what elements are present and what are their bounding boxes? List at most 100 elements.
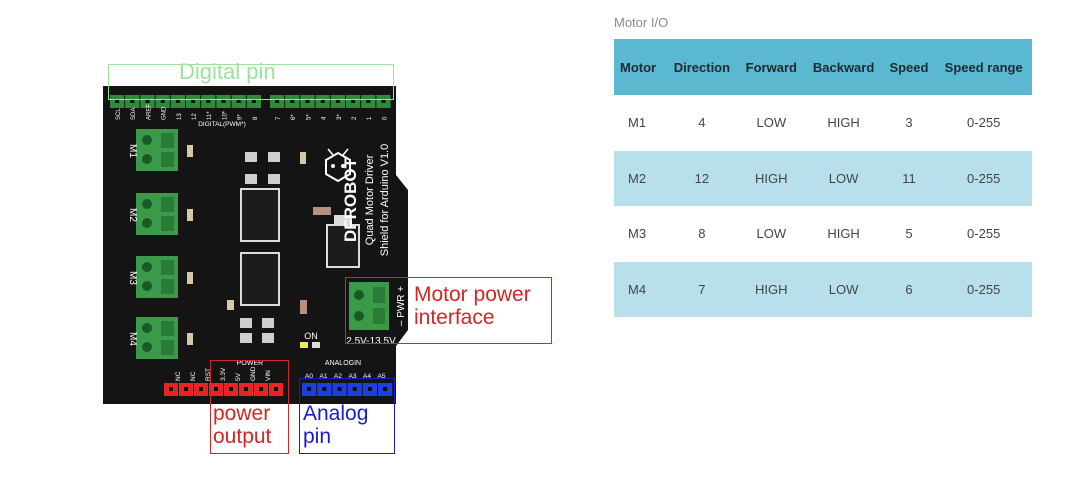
digital-pin-hole xyxy=(115,99,120,103)
digital-pin-hole xyxy=(320,99,325,103)
motor-io-table: Motor Direction Forward Backward Speed S… xyxy=(614,39,1032,317)
power-output-text: power output xyxy=(213,402,272,448)
table-row: M2 12 HIGH LOW 11 0-255 xyxy=(614,150,1032,206)
cell-backward: HIGH xyxy=(827,115,860,131)
power-pin-label: NC xyxy=(190,371,197,381)
brand-text: DFROBOT xyxy=(341,157,360,242)
cell-forward: LOW xyxy=(756,226,787,242)
on-label: ON xyxy=(304,331,318,341)
power-pin-hole xyxy=(229,387,233,391)
product-line-2: Shield for Arduino V1.0 xyxy=(379,144,391,257)
analog-pin-text: Analog pin xyxy=(303,402,369,448)
analog-pin-label: A0 xyxy=(305,373,313,380)
header-backward: Backward xyxy=(804,39,883,95)
analog-pin-label: A5 xyxy=(378,373,386,380)
digital-pin-label: GND xyxy=(162,106,168,120)
digital-pin-label: 10* xyxy=(222,110,228,120)
digital-pin-hole xyxy=(366,99,371,103)
power-pin-hole xyxy=(244,387,248,391)
table-row: M1 4 LOW HIGH 3 0-255 xyxy=(614,95,1032,151)
power-pin-label: NC xyxy=(175,371,182,381)
digital-pin-hole xyxy=(221,99,226,103)
terminal-screw xyxy=(142,342,152,352)
cell-forward: HIGH xyxy=(738,261,805,317)
motor-label: M3 xyxy=(127,271,138,285)
digital-pin-label: SCL xyxy=(116,108,122,120)
digital-pin-label: AREF xyxy=(146,104,152,120)
transistor xyxy=(268,152,280,162)
terminal-screw xyxy=(142,323,152,333)
capacitor xyxy=(300,152,306,164)
digital-pin-hole xyxy=(381,99,386,103)
terminal-screw xyxy=(142,281,152,291)
cell-forward: HIGH xyxy=(738,150,805,206)
cell-speed: 3 xyxy=(905,115,913,131)
power-pin-hole xyxy=(169,387,173,391)
cell-speed: 6 xyxy=(882,261,936,317)
motor-label: M4 xyxy=(127,332,138,346)
cell-forward: LOW xyxy=(756,115,787,131)
digital-pin-label: 9* xyxy=(238,114,244,120)
power-pin-hole xyxy=(274,387,278,391)
driver-chip-2 xyxy=(240,252,280,306)
capacitor xyxy=(187,209,193,221)
power-pin-label: VIN xyxy=(265,370,272,381)
digital-pin-label: 1 xyxy=(367,116,373,120)
product-line-1: Quad Motor Driver xyxy=(364,154,376,245)
header-motor: Motor xyxy=(614,39,666,95)
terminal-block xyxy=(161,197,174,212)
pwr-label: – PWR + xyxy=(396,286,407,326)
power-pin-hole xyxy=(184,387,188,391)
motor-terminals xyxy=(136,129,193,359)
table-row: M4 7 HIGH LOW 6 0-255 xyxy=(614,261,1032,317)
analog-pin-hole xyxy=(352,387,357,391)
power-pin-label: 5V xyxy=(235,372,242,381)
digital-pin-hole xyxy=(290,99,295,103)
resistor xyxy=(300,300,307,314)
digital-pin-label: 3* xyxy=(337,114,343,120)
cell-speed: 11 xyxy=(882,150,936,206)
small-components xyxy=(227,152,331,343)
digital-pin-label: 8 xyxy=(253,116,259,120)
digital-pin-hole xyxy=(305,99,310,103)
on-led xyxy=(300,342,308,348)
cell-speed: 5 xyxy=(905,226,913,242)
digital-pin-hole xyxy=(351,99,356,103)
power-output-annotation: power output xyxy=(210,360,289,454)
terminal-screw xyxy=(142,135,152,145)
analog-pin-hole xyxy=(322,387,327,391)
terminal-screw xyxy=(142,154,152,164)
cell-speed-range: 0-255 xyxy=(935,150,1032,206)
digital-pin-text: Digital pin xyxy=(179,59,276,84)
cell-speed-range: 0-255 xyxy=(967,115,1001,131)
capacitor xyxy=(187,272,193,284)
capacitor xyxy=(187,145,193,157)
power-pin-label: GND xyxy=(250,366,257,381)
transistor xyxy=(262,318,274,328)
table-caption: Motor I/O xyxy=(614,15,669,30)
digital-pin-hole xyxy=(251,99,256,103)
digital-pin-hole xyxy=(206,99,211,103)
power-pin-label: 3.3V xyxy=(220,367,227,381)
digital-pin-label: 6* xyxy=(291,114,297,120)
analog-pin-hole xyxy=(307,387,312,391)
terminal-screw xyxy=(142,262,152,272)
analog-pin-label: A1 xyxy=(320,373,328,380)
terminal-block xyxy=(161,321,174,336)
power-pin-hole xyxy=(214,387,218,391)
terminal-block xyxy=(161,340,174,355)
cell-speed-range: 0-255 xyxy=(967,226,1001,242)
cell-motor: M3 xyxy=(628,226,647,242)
digital-pin-hole xyxy=(275,99,280,103)
cell-speed-range: 0-255 xyxy=(935,261,1032,317)
table-row: M3 8 LOW HIGH 5 0-255 xyxy=(614,206,1032,262)
analog-pin-annotation: Analog pin xyxy=(299,378,395,454)
digital-pin-label: 0 xyxy=(382,116,388,120)
transistor xyxy=(268,174,280,184)
digital-pin-label: 13 xyxy=(177,113,183,120)
dfrobot-logo-icon xyxy=(325,148,351,183)
